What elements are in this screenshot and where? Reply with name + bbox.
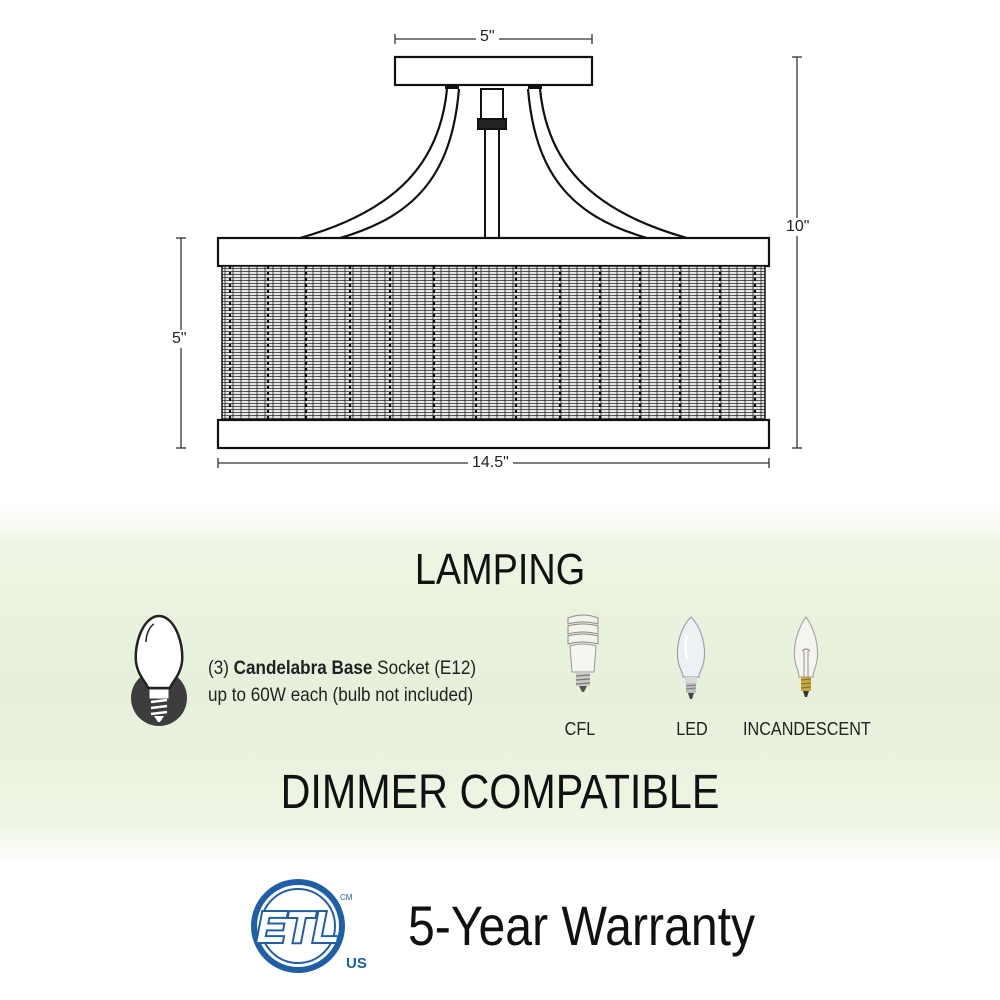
socket-suffix: Socket (E12) <box>377 658 477 679</box>
center-stem <box>477 88 507 239</box>
candelabra-bulb-icon <box>131 614 187 726</box>
shade-width-label: 14.5" <box>468 454 513 472</box>
svg-text:CM: CM <box>340 893 353 902</box>
cfl-bulb-icon <box>567 614 599 692</box>
svg-text:ETL: ETL <box>256 903 339 952</box>
shade-height-label: 5" <box>168 330 191 348</box>
etl-logo-icon: ETL CM US <box>251 879 367 973</box>
drum-shade <box>216 236 771 450</box>
socket-specification: (3) Candelabra Base Socket (E12) up to 6… <box>208 655 476 709</box>
bulb-label-led: LED <box>676 719 708 739</box>
ceiling-canopy <box>393 55 594 87</box>
incandescent-bulb-icon <box>793 615 819 697</box>
support-arms <box>299 88 688 240</box>
fixture-dimension-diagram <box>176 34 802 468</box>
bulb-label-cfl: CFL <box>564 719 596 739</box>
total-height-label: 10" <box>782 218 814 236</box>
total-height-dimension <box>792 56 802 449</box>
socket-type: Candelabra Base <box>233 658 373 679</box>
warranty-text: 5-Year Warranty <box>408 894 756 957</box>
led-bulb-icon <box>676 616 706 699</box>
socket-count: (3) <box>208 658 229 679</box>
dimmer-compatible-title: DIMMER COMPATIBLE <box>280 766 720 819</box>
lamping-title: LAMPING <box>414 545 586 594</box>
wattage-text: up to 60W each (bulb not included) <box>208 685 474 706</box>
top-width-label: 5" <box>476 28 499 46</box>
svg-text:US: US <box>346 955 367 972</box>
bulb-label-incandescent: INCANDESCENT <box>743 719 871 739</box>
